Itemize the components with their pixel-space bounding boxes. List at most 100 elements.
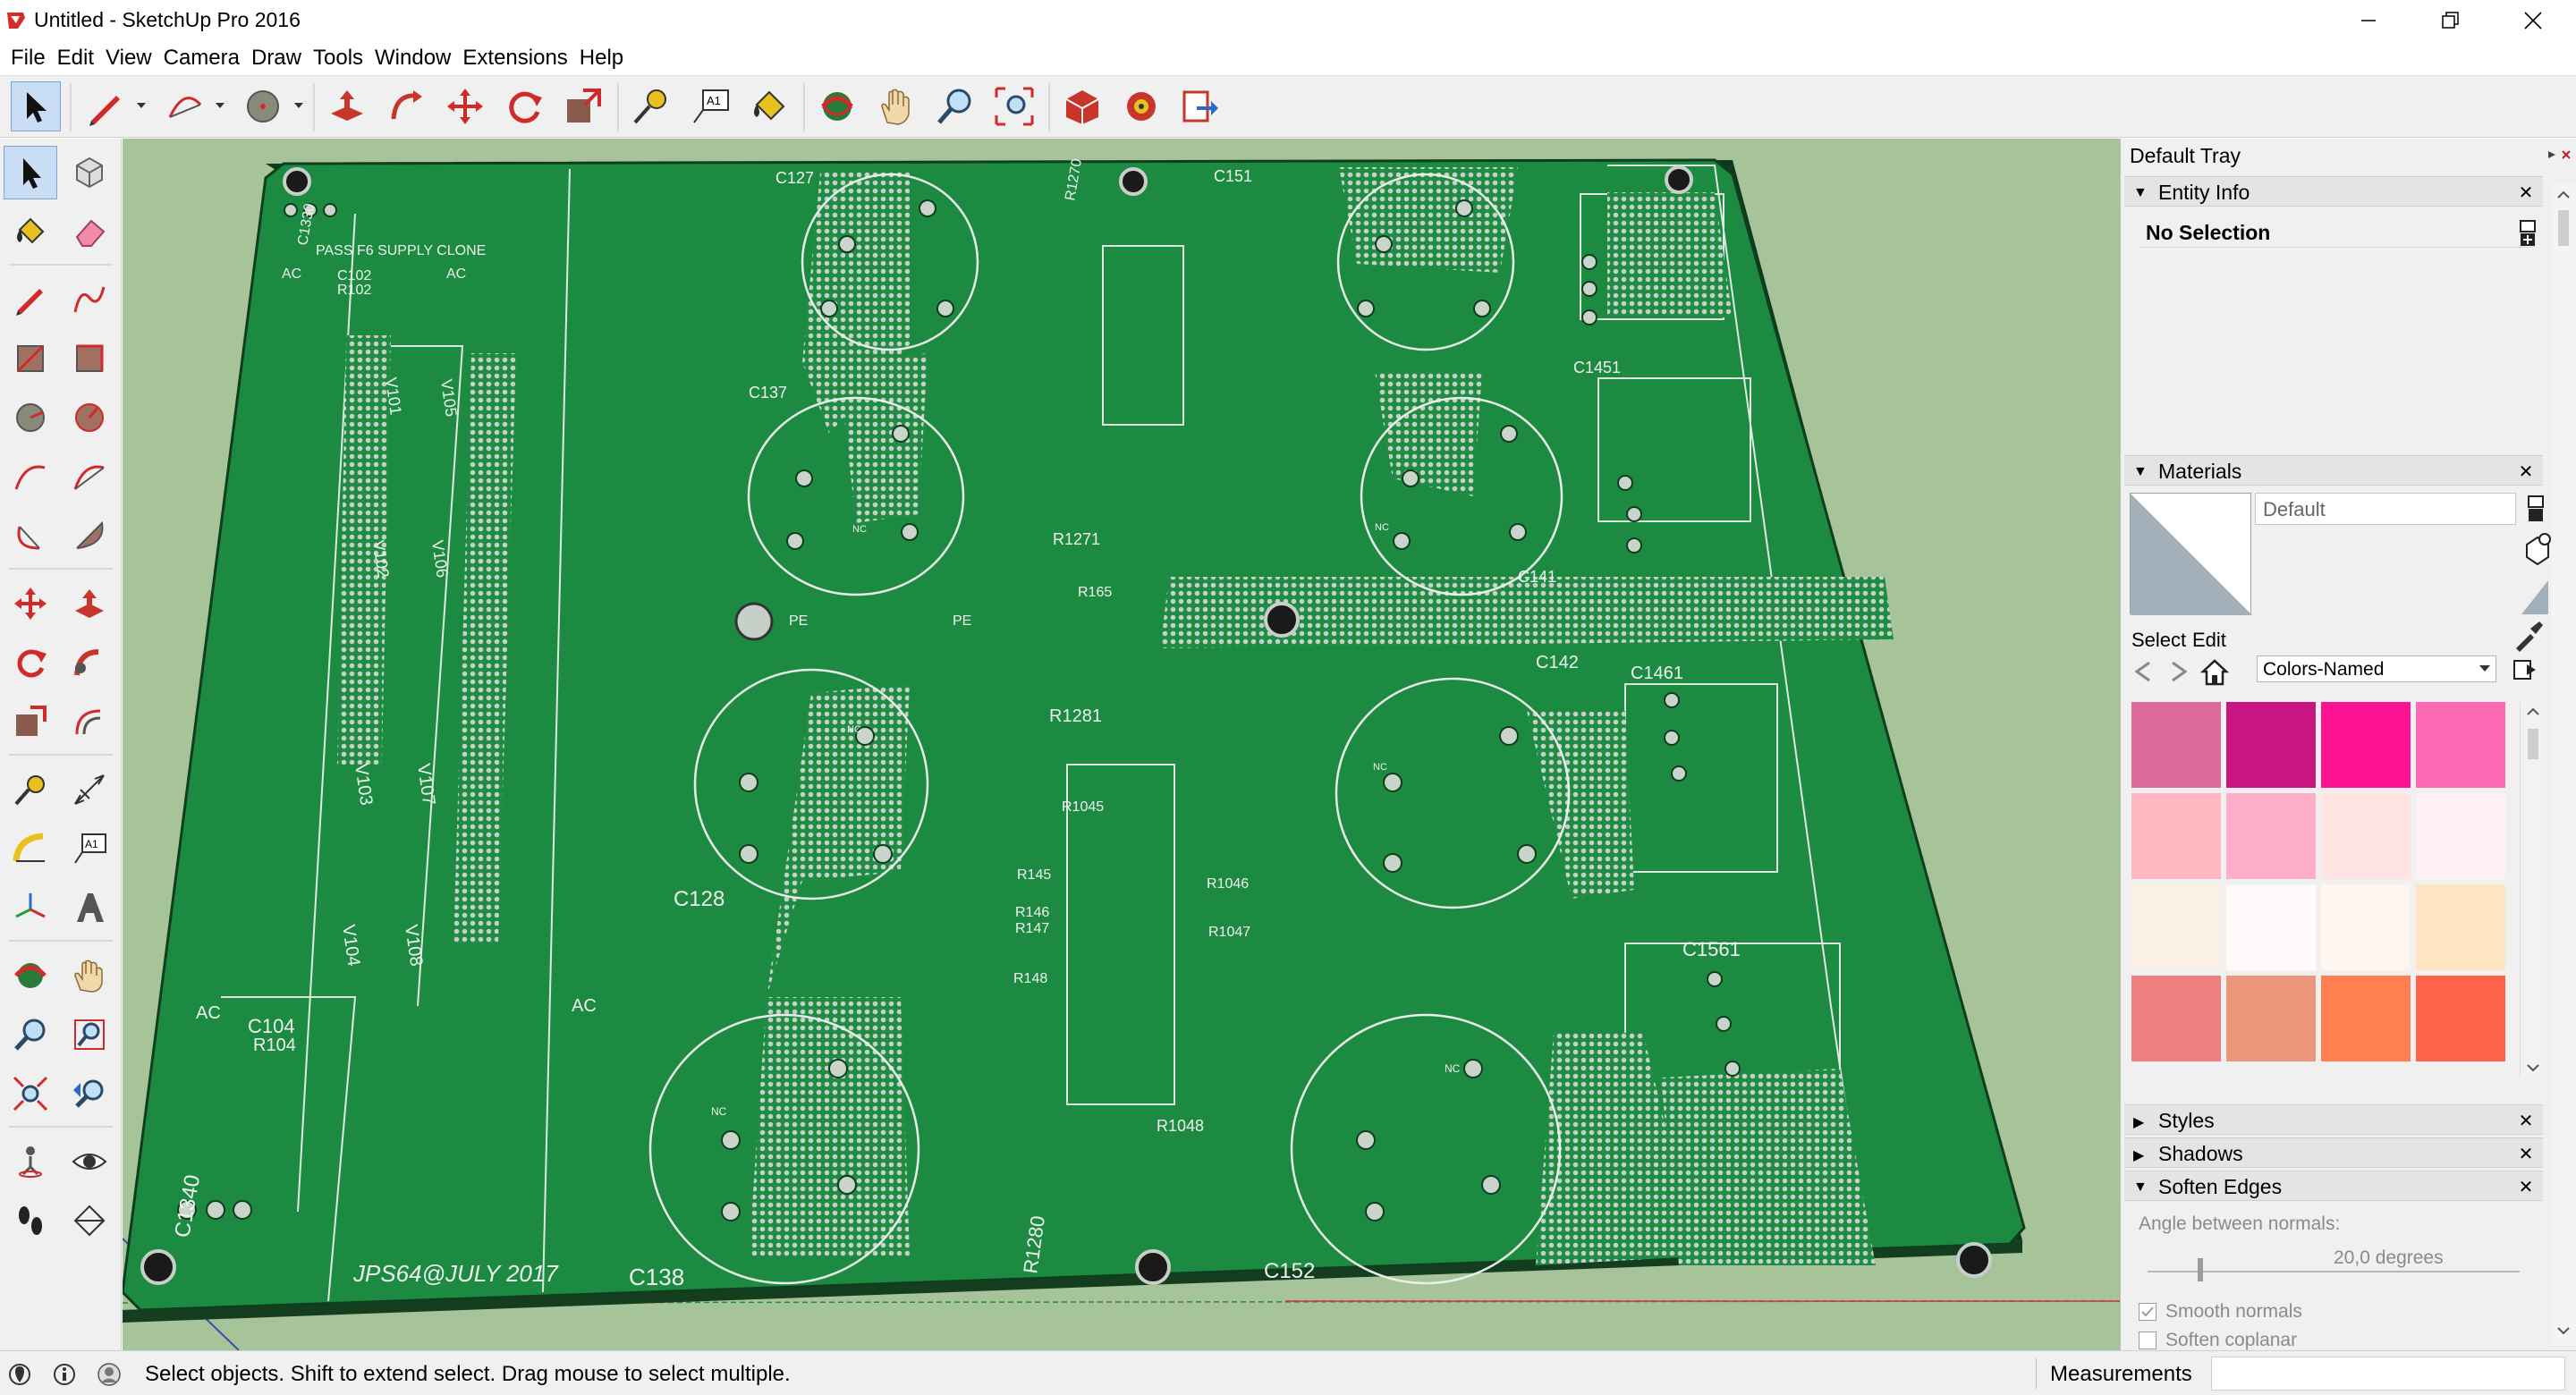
push-pull-tool-button[interactable] [322, 81, 372, 131]
menu-extensions[interactable]: Extensions [462, 46, 568, 70]
protractor-tool-button[interactable] [4, 822, 57, 875]
shadows-panel-header[interactable]: ▶ Shadows ✕ [2124, 1137, 2543, 1168]
polygon-tool-button[interactable] [63, 391, 116, 444]
back-arrow-icon[interactable] [2130, 659, 2158, 684]
material-swatch[interactable] [2416, 976, 2505, 1061]
details-arrow-icon[interactable] [2511, 655, 2539, 684]
two-point-arc-tool-button[interactable] [63, 450, 116, 503]
orbit-tool-button-large[interactable] [4, 949, 57, 1002]
material-swatch[interactable] [2321, 702, 2411, 788]
create-material-icon[interactable] [2526, 533, 2551, 566]
material-swatch[interactable] [2131, 702, 2221, 788]
select-tool-button[interactable] [11, 81, 61, 131]
menu-camera[interactable]: Camera [163, 46, 240, 70]
forward-arrow-icon[interactable] [2164, 659, 2192, 684]
measurements-input[interactable] [2211, 1357, 2565, 1391]
minimize-button[interactable] [2327, 0, 2410, 41]
geo-location-icon[interactable] [7, 1362, 32, 1387]
angle-slider-thumb[interactable] [2198, 1258, 2203, 1281]
chevron-down-icon[interactable] [136, 99, 147, 112]
look-around-tool-button[interactable] [63, 1135, 116, 1188]
position-camera-tool-button[interactable] [4, 1135, 57, 1188]
angle-slider-track[interactable] [2148, 1271, 2520, 1272]
material-swatch[interactable] [2321, 793, 2411, 879]
details-icon[interactable] [2528, 495, 2544, 521]
paint-bucket-tool-button[interactable] [744, 81, 794, 131]
menu-tools[interactable]: Tools [313, 46, 364, 70]
tray-scrollbar[interactable] [2552, 183, 2575, 1346]
axes-tool-button[interactable] [4, 881, 57, 934]
menu-view[interactable]: View [106, 46, 152, 70]
arc-tool-button-large[interactable] [4, 450, 57, 503]
make-component-button[interactable] [63, 146, 116, 199]
material-swatch[interactable] [2226, 793, 2316, 879]
restore-button[interactable] [2410, 0, 2492, 41]
model-viewport[interactable]: PASS F6 SUPPLY CLONE JPS64@JULY 2017 C12… [123, 139, 2120, 1350]
zoom-tool-button-large[interactable] [4, 1008, 57, 1061]
tape-measure-tool-button-large[interactable] [4, 763, 57, 816]
close-window-button[interactable] [2492, 0, 2574, 41]
tape-measure-tool-button[interactable] [626, 81, 676, 131]
pan-tool-button-large[interactable] [63, 949, 116, 1002]
material-swatch[interactable] [2226, 702, 2316, 788]
close-panel-icon[interactable]: ✕ [2518, 462, 2534, 482]
user-account-icon[interactable] [97, 1362, 122, 1387]
zoom-extents-tool-button-large[interactable] [4, 1067, 57, 1120]
paint-bucket-tool-button-large[interactable] [4, 205, 57, 258]
line-tool-button[interactable] [80, 81, 131, 131]
entity-info-panel-header[interactable]: ▼ Entity Info ✕ [2124, 176, 2543, 207]
move-tool-button[interactable] [440, 81, 490, 131]
swatch-scrollbar[interactable] [2520, 702, 2545, 1078]
rectangle-tool-button[interactable] [4, 332, 57, 385]
offset-tool-button[interactable] [63, 695, 116, 748]
close-panel-icon[interactable]: ✕ [2518, 1145, 2534, 1164]
walk-tool-button[interactable] [4, 1194, 57, 1247]
freehand-tool-button[interactable] [63, 273, 116, 326]
credits-icon[interactable] [52, 1362, 77, 1387]
materials-tab-select[interactable]: Select [2131, 629, 2187, 651]
material-swatch[interactable] [2131, 976, 2221, 1061]
sample-paint-icon[interactable] [2521, 580, 2548, 614]
menu-help[interactable]: Help [579, 46, 624, 70]
toggle-details-icon[interactable] [2518, 219, 2538, 248]
material-swatch[interactable] [2416, 702, 2505, 788]
material-swatch[interactable] [2226, 884, 2316, 970]
circle-tool-button[interactable] [238, 81, 288, 131]
material-swatch[interactable] [2321, 884, 2411, 970]
close-panel-icon[interactable]: ✕ [2518, 1178, 2534, 1197]
move-tool-button-large[interactable] [4, 577, 57, 630]
scale-tool-button[interactable] [558, 81, 608, 131]
material-name-field[interactable]: Default [2255, 493, 2516, 525]
material-swatch[interactable] [2131, 884, 2221, 970]
material-swatch[interactable] [2226, 976, 2316, 1061]
follow-me-tool-button-large[interactable] [63, 636, 116, 689]
previous-view-button[interactable] [63, 1067, 116, 1120]
materials-tab-edit[interactable]: Edit [2192, 629, 2226, 651]
zoom-window-tool-button[interactable] [63, 1008, 116, 1061]
follow-me-tool-button[interactable] [381, 81, 431, 131]
extension-warehouse-button[interactable] [1116, 81, 1166, 131]
eraser-tool-button[interactable] [63, 205, 116, 258]
menu-window[interactable]: Window [375, 46, 452, 70]
material-swatch[interactable] [2321, 976, 2411, 1061]
orbit-tool-button[interactable] [812, 81, 862, 131]
material-library-select[interactable]: Colors-Named [2257, 655, 2496, 682]
push-pull-tool-button-large[interactable] [63, 577, 116, 630]
arc-tool-button[interactable] [159, 81, 209, 131]
close-panel-icon[interactable]: ✕ [2518, 1112, 2534, 1131]
rotated-rectangle-tool-button[interactable] [63, 332, 116, 385]
menu-edit[interactable]: Edit [56, 46, 95, 70]
three-point-arc-tool-button[interactable] [4, 509, 57, 562]
eyedropper-icon[interactable] [2512, 620, 2545, 652]
dimension-tool-button[interactable] [63, 763, 116, 816]
material-swatch[interactable] [2416, 793, 2505, 879]
close-icon[interactable] [2561, 149, 2572, 160]
chevron-down-icon[interactable] [293, 99, 304, 112]
pin-icon[interactable] [2546, 149, 2557, 160]
menu-draw[interactable]: Draw [250, 46, 301, 70]
materials-panel-header[interactable]: ▼ Materials ✕ [2124, 455, 2543, 486]
rotate-tool-button-large[interactable] [4, 636, 57, 689]
chevron-down-icon[interactable] [215, 99, 225, 112]
close-panel-icon[interactable]: ✕ [2518, 183, 2534, 203]
scale-tool-button-large[interactable] [4, 695, 57, 748]
